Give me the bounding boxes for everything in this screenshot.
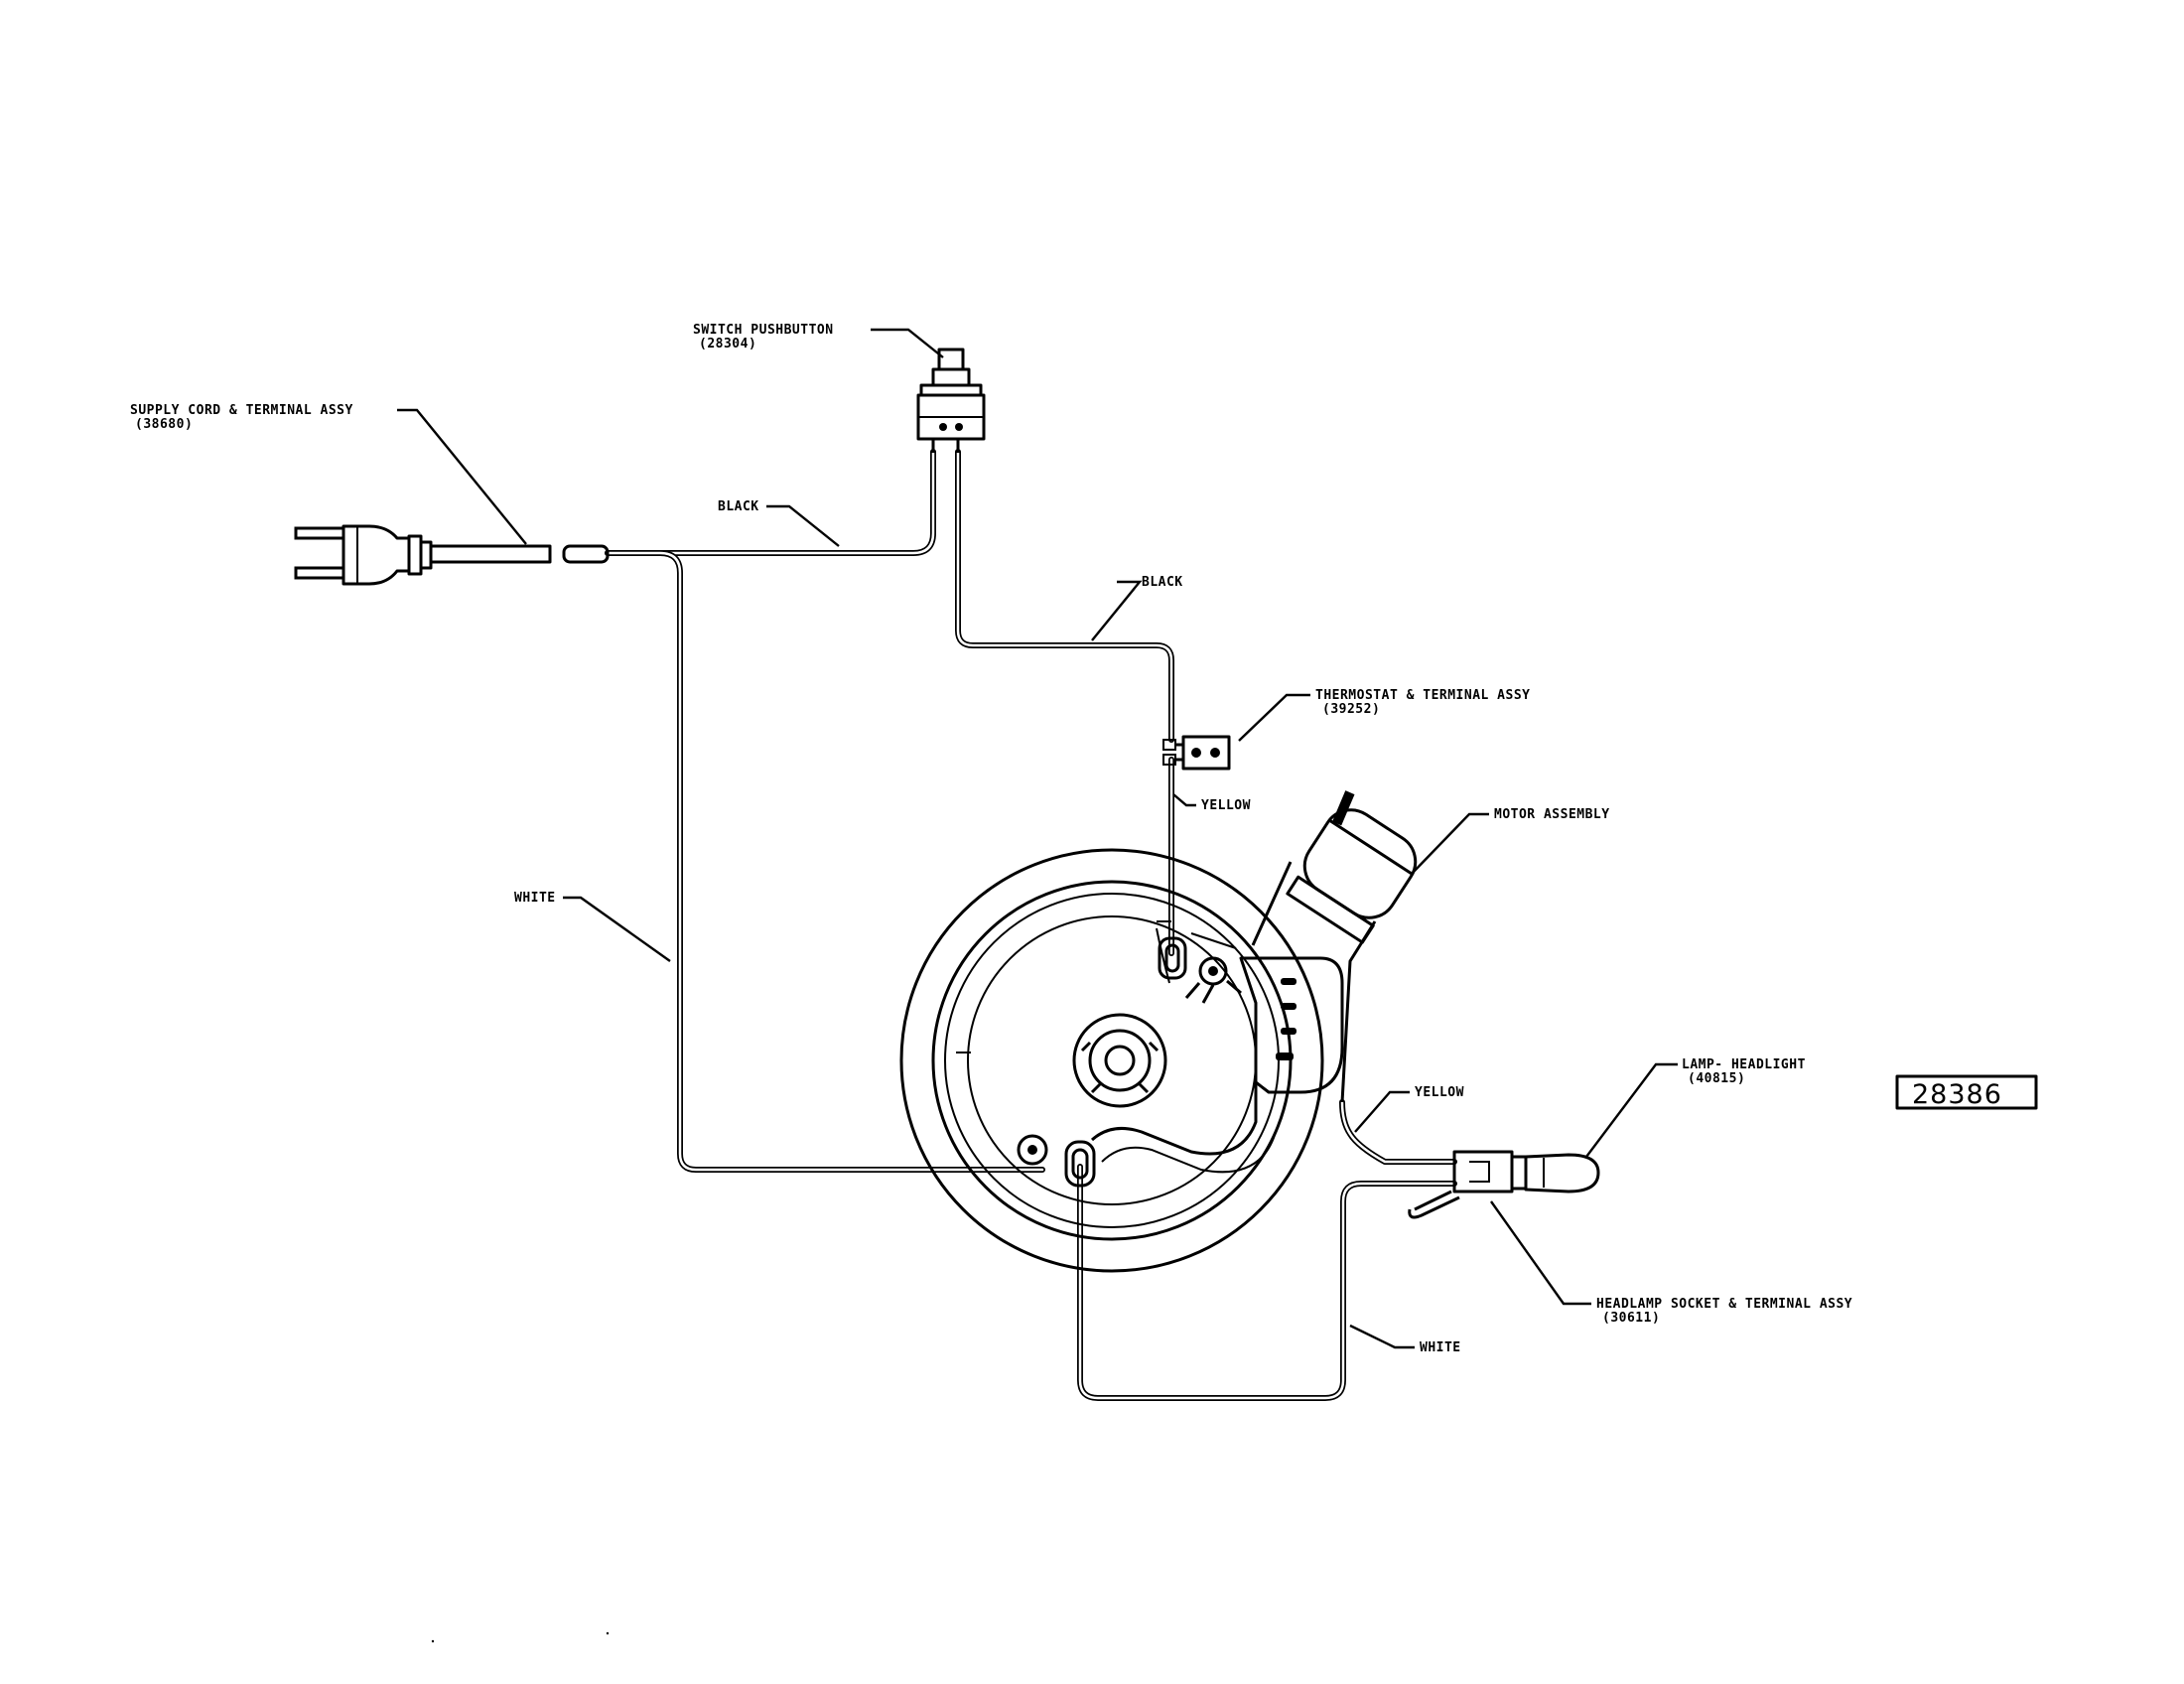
cord-end-sleeve	[562, 544, 610, 564]
black-wire-switch-to-thermostat	[955, 449, 1174, 743]
motor-label: MOTOR ASSEMBLY	[1494, 807, 1610, 822]
black-wire-label-2: BLACK	[1142, 575, 1183, 590]
plug-body	[341, 524, 411, 586]
cord-part-number: (38680)	[135, 417, 193, 432]
thermostat-label: THERMOSTAT & TERMINAL ASSY	[1315, 688, 1531, 703]
labels: SWITCH PUSHBUTTON (28304) SUPPLY CORD & …	[130, 323, 1852, 1355]
motor-housing	[899, 848, 1324, 1273]
white-wire-label-2: WHITE	[1420, 1340, 1461, 1355]
lamp-part-number: (40815)	[1688, 1071, 1745, 1086]
white-wire-label-1: WHITE	[514, 891, 556, 906]
headlamp	[1408, 1150, 1600, 1219]
motor-cap	[1302, 808, 1418, 919]
thermostat-body	[1181, 735, 1231, 771]
leaders	[397, 328, 1678, 1349]
switch-part-number: (28304)	[699, 337, 756, 351]
housing-inner-ring	[931, 880, 1293, 1241]
switch-label: SWITCH PUSHBUTTON	[693, 323, 834, 338]
yellow-wire-motor-to-socket	[1339, 1099, 1457, 1165]
black-wire-cord-to-switch	[605, 449, 936, 556]
housing-outer-ring	[899, 848, 1324, 1273]
supply-cord-plug	[294, 524, 610, 586]
reference-box: 28386	[1895, 1074, 2038, 1110]
black-wire-label-1: BLACK	[718, 499, 759, 514]
headlamp-socket	[1452, 1150, 1514, 1193]
cord-label: SUPPLY CORD & TERMINAL ASSY	[130, 403, 353, 418]
plug-prong-top	[294, 526, 345, 540]
socket-part-number: (30611)	[1602, 1311, 1660, 1326]
yellow-wire-label-2: YELLOW	[1415, 1085, 1464, 1100]
lamp-label: LAMP- HEADLIGHT	[1682, 1057, 1806, 1072]
thermostat-part-number: (39252)	[1322, 702, 1380, 717]
motor-assembly	[1017, 790, 1418, 1188]
cord-jacket	[429, 544, 552, 564]
motor-brush-plate	[1239, 956, 1344, 1094]
wires	[605, 449, 1457, 1401]
socket-label: HEADLAMP SOCKET & TERMINAL ASSY	[1596, 1297, 1852, 1312]
reference-number: 28386	[1912, 1079, 2002, 1110]
thermostat	[1162, 735, 1231, 771]
lamp-bulb	[1524, 1153, 1600, 1193]
switch-pushbutton	[916, 348, 986, 453]
yellow-wire-label-1: YELLOW	[1201, 798, 1251, 813]
plug-prong-bottom	[294, 566, 345, 580]
motor-hub	[1072, 1013, 1167, 1108]
